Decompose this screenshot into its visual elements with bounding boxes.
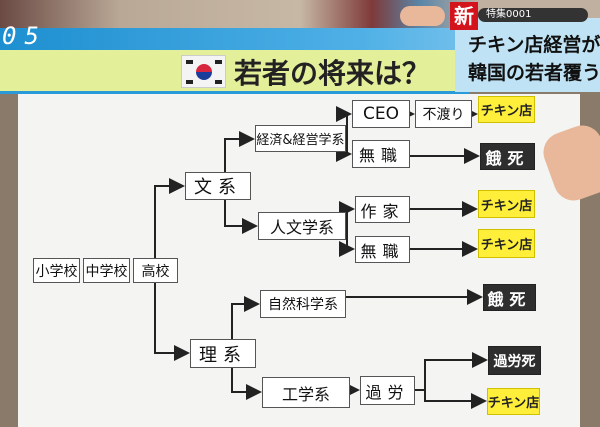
node-chicken-shop-1: チキン店 xyxy=(478,96,535,123)
node-middle-school: 中学校 xyxy=(83,258,130,283)
page-title: 若者の将来は？ xyxy=(234,57,431,90)
node-economics: 経済&経営学系 xyxy=(255,125,346,152)
node-unemployed-2: 無職 xyxy=(355,236,410,263)
node-writer: 作家 xyxy=(355,196,410,223)
news-tag: 特集0001 xyxy=(478,8,588,22)
node-science: 理系 xyxy=(190,339,256,368)
clock: 05 xyxy=(2,22,47,50)
node-natural-science: 自然科学系 xyxy=(260,290,346,318)
node-chicken-shop-4: チキン店 xyxy=(487,388,540,415)
news-headline-2: 韓国の若者覆う xyxy=(468,62,600,84)
korea-flag-icon xyxy=(181,55,226,88)
node-starvation-2: 餓死 xyxy=(483,284,536,311)
node-chicken-shop-2: チキン店 xyxy=(478,190,535,218)
new-badge: 新 xyxy=(450,2,478,30)
node-engineering: 工学系 xyxy=(262,377,350,408)
node-unemployed-1: 無職 xyxy=(352,140,410,168)
node-chicken-shop-3: チキン店 xyxy=(478,229,535,258)
news-headline-1: チキン店経営が xyxy=(468,34,600,56)
title-bar xyxy=(0,50,470,94)
node-bounced-check: 不渡り xyxy=(415,100,472,128)
hand xyxy=(400,6,445,26)
news-caption xyxy=(455,18,600,92)
node-starvation-1: 餓死 xyxy=(480,143,535,170)
node-ceo: CEO xyxy=(352,100,410,128)
node-humanities: 文系 xyxy=(185,172,251,200)
node-overwork: 過労 xyxy=(360,376,415,405)
node-high-school: 高校 xyxy=(133,258,178,283)
node-letters: 人文学系 xyxy=(258,212,346,240)
node-elementary-school: 小学校 xyxy=(33,258,80,283)
node-karoshi: 過労死 xyxy=(488,346,541,375)
